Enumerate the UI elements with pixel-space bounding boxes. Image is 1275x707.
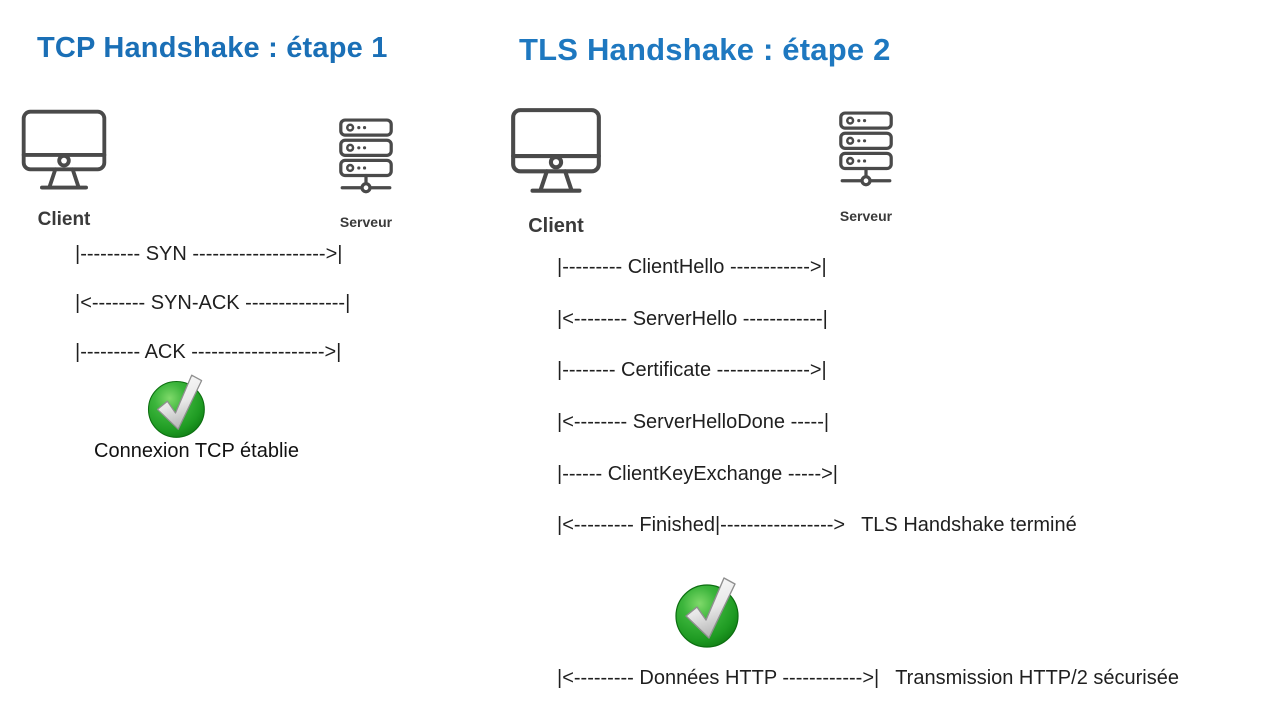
- http-data-line: |<--------- Données HTTP ------------>|: [557, 667, 880, 689]
- tls-line-finished: |<--------- Finished|----------------->: [557, 514, 846, 536]
- client-monitor-icon: [16, 105, 112, 201]
- server-rack-icon: [330, 117, 402, 198]
- green-check-icon: [671, 570, 751, 650]
- tls-line-certificate: |-------- Certificate -------------->|: [557, 359, 827, 381]
- tls-line-clienthello: |--------- ClientHello ------------>|: [557, 256, 827, 278]
- tls-line-finished-row: |<--------- Finished|-----------------> …: [557, 514, 1077, 537]
- tcp-line-syn: |--------- SYN -------------------->|: [75, 243, 343, 265]
- client-label: Client: [528, 215, 584, 237]
- server-label: Serveur: [839, 208, 893, 224]
- client-monitor-icon: [505, 103, 607, 205]
- client-label: Client: [37, 209, 91, 230]
- tcp-line-ack: |--------- ACK -------------------->|: [75, 341, 342, 363]
- server-label: Serveur: [339, 214, 393, 230]
- tcp-line-syn-ack: |<-------- SYN-ACK ---------------|: [75, 292, 351, 314]
- tls-line-serverhellodone: |<-------- ServerHelloDone -----|: [557, 411, 830, 433]
- server-rack-icon: [830, 110, 902, 191]
- tls-line-serverhello: |<-------- ServerHello ------------|: [557, 308, 828, 330]
- tls-finished-note: TLS Handshake terminé: [861, 514, 1077, 536]
- tls-line-clientkeyexchange: |------ ClientKeyExchange ----->|: [557, 463, 838, 485]
- tcp-section-title: TCP Handshake : étape 1: [37, 32, 388, 64]
- green-check-icon: [144, 368, 216, 440]
- tls-section-title: TLS Handshake : étape 2: [519, 32, 891, 67]
- tcp-status-text: Connexion TCP établie: [94, 440, 299, 462]
- http-data-note: Transmission HTTP/2 sécurisée: [895, 667, 1179, 689]
- http-data-row: |<--------- Données HTTP ------------>| …: [557, 667, 1179, 690]
